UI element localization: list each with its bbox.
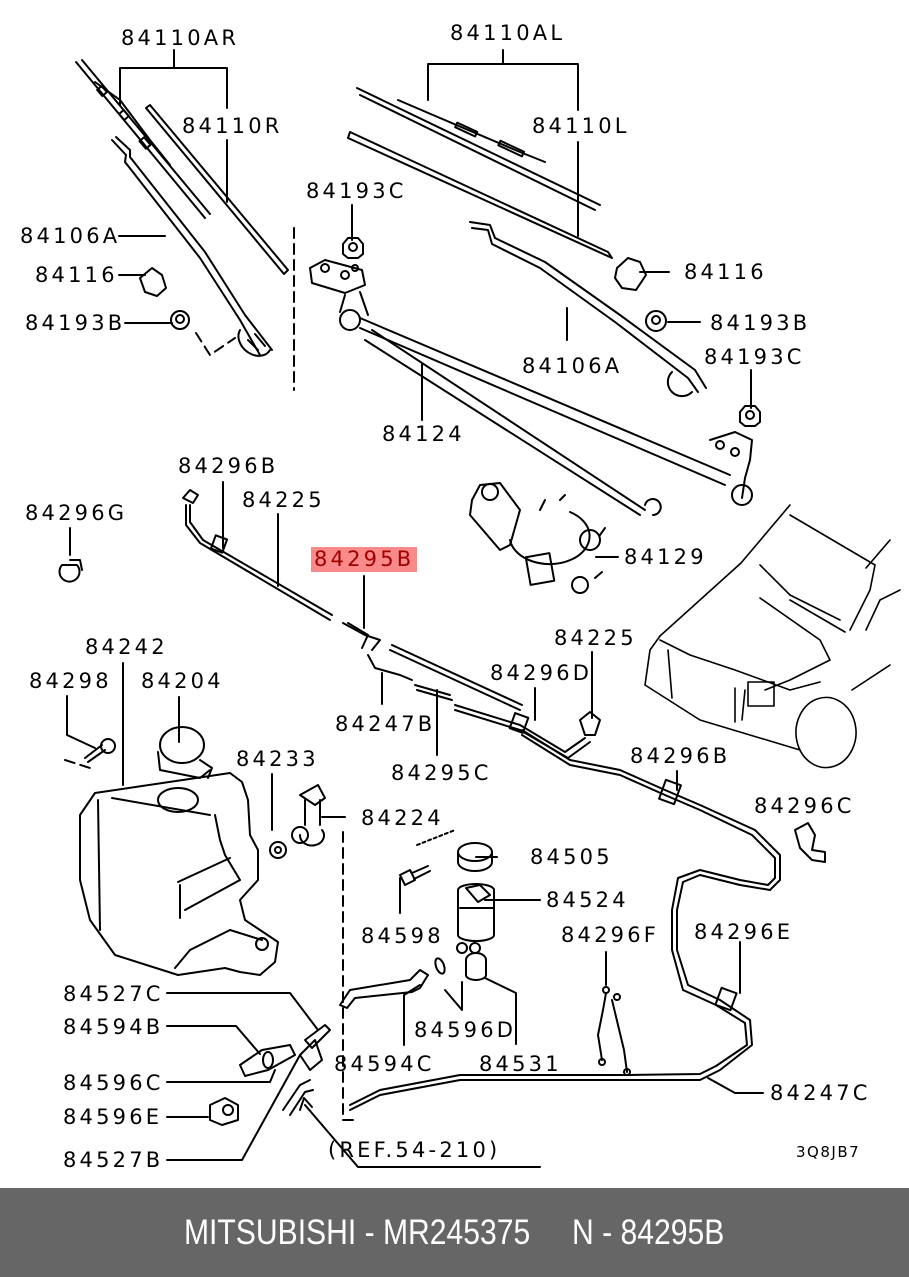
label-84527b: 84527B [63,1148,164,1172]
nut-top-pivot [342,237,364,259]
pump-84224 [291,784,326,847]
label-84110al: 84110AL [450,21,566,45]
label-84295b-highlighted[interactable]: 84295B [311,547,418,572]
label-84225-left: 84225 [242,488,325,512]
label-84247b: 84247B [335,712,436,736]
label-84193b-right: 84193B [710,311,811,335]
label-84193b-left: 84193B [25,311,126,335]
clip-84296c [794,822,826,863]
label-84296g: 84296G [25,501,128,525]
footer-part-info: MITSUBISHI - MR245375 N - 84295B [184,1212,725,1252]
parts-diagram: 84110AR 84110R 84106A 84116 84193B 84193… [20,21,901,1172]
drawing-code: 3Q8JB7 [796,1143,861,1161]
label-84247c: 84247C [770,1081,871,1105]
wiper-blade-left [356,87,601,211]
label-84296b-top: 84296B [178,454,279,478]
wiper-arm-left [469,221,707,398]
label-84596d: 84596D [414,1018,517,1042]
hose-84594b [239,1044,296,1077]
leader-lines [66,49,764,1168]
wiper-blade-right [75,59,211,219]
label-84594c: 84594C [334,1052,435,1076]
label-84524: 84524 [546,888,629,912]
footer-bar: MITSUBISHI - MR245375 N - 84295B [0,1188,909,1277]
label-84116-left: 84116 [35,263,118,287]
label-84106a-left: 84106A [20,224,121,248]
label-84204: 84204 [141,669,224,693]
clip-84296g [58,559,83,583]
label-84596c: 84596C [63,1071,164,1095]
label-84224: 84224 [361,806,444,830]
washer-hoses [182,489,781,1111]
label-84527c: 84527C [63,982,164,1006]
washer-tank [79,726,279,976]
label-84129: 84129 [624,545,707,569]
label-84298: 84298 [29,669,112,693]
label-84193c-top: 84193C [306,179,407,203]
joint-84527c [299,1024,331,1071]
bolt-84298 [84,738,116,763]
label-84106a-right: 84106A [522,354,623,378]
nut-right [170,310,190,330]
label-84116-right: 84116 [684,260,767,284]
hose-84527b [282,1079,314,1116]
label-84242: 84242 [85,635,168,659]
label-84531: 84531 [479,1052,562,1076]
label-84596e: 84596E [63,1105,163,1129]
label-84296c: 84296C [754,794,855,818]
label-84193c-right: 84193C [704,345,805,369]
label-84594b: 84594B [63,1015,164,1039]
dashed-lines [64,227,456,1121]
pump-84524 [456,883,495,954]
wiper-cap-right [139,267,167,297]
wiper-cap-left [614,257,647,291]
grommet-84233 [269,841,287,859]
wiper-linkage [309,259,753,516]
clip-84296f [597,986,631,1076]
wiper-arm-right [111,136,273,357]
nut-left [645,310,667,332]
wiper-motor [469,482,606,594]
label-84225-right: 84225 [554,626,637,650]
screw-84598 [399,865,431,886]
label-84233: 84233 [236,747,319,771]
label-84110l: 84110L [532,114,630,138]
seal-84505 [457,842,493,872]
label-84296b-mid: 84296B [630,744,731,768]
grommet-84531 [465,952,487,981]
clamp-84596e [209,1097,239,1126]
clamp-84596d [434,957,446,975]
wiper-rubber-left [347,131,613,259]
diagram-drawing [58,49,901,1168]
label-84296f: 84296F [561,923,660,947]
label-84124: 84124 [382,422,465,446]
car-illustration [644,504,901,769]
label-84295c: 84295C [391,761,492,785]
label-84296d: 84296D [490,661,593,685]
hose-84594c [339,969,429,1009]
label-ref-54-210: (REF.54-210) [328,1138,501,1162]
wiper-rubber-right [145,104,289,275]
label-84110r: 84110R [182,114,283,138]
label-84505: 84505 [530,845,613,869]
label-84598: 84598 [361,924,444,948]
nut-right-pivot [739,405,761,427]
label-84296e: 84296E [694,920,794,944]
label-84110ar: 84110AR [121,26,240,50]
